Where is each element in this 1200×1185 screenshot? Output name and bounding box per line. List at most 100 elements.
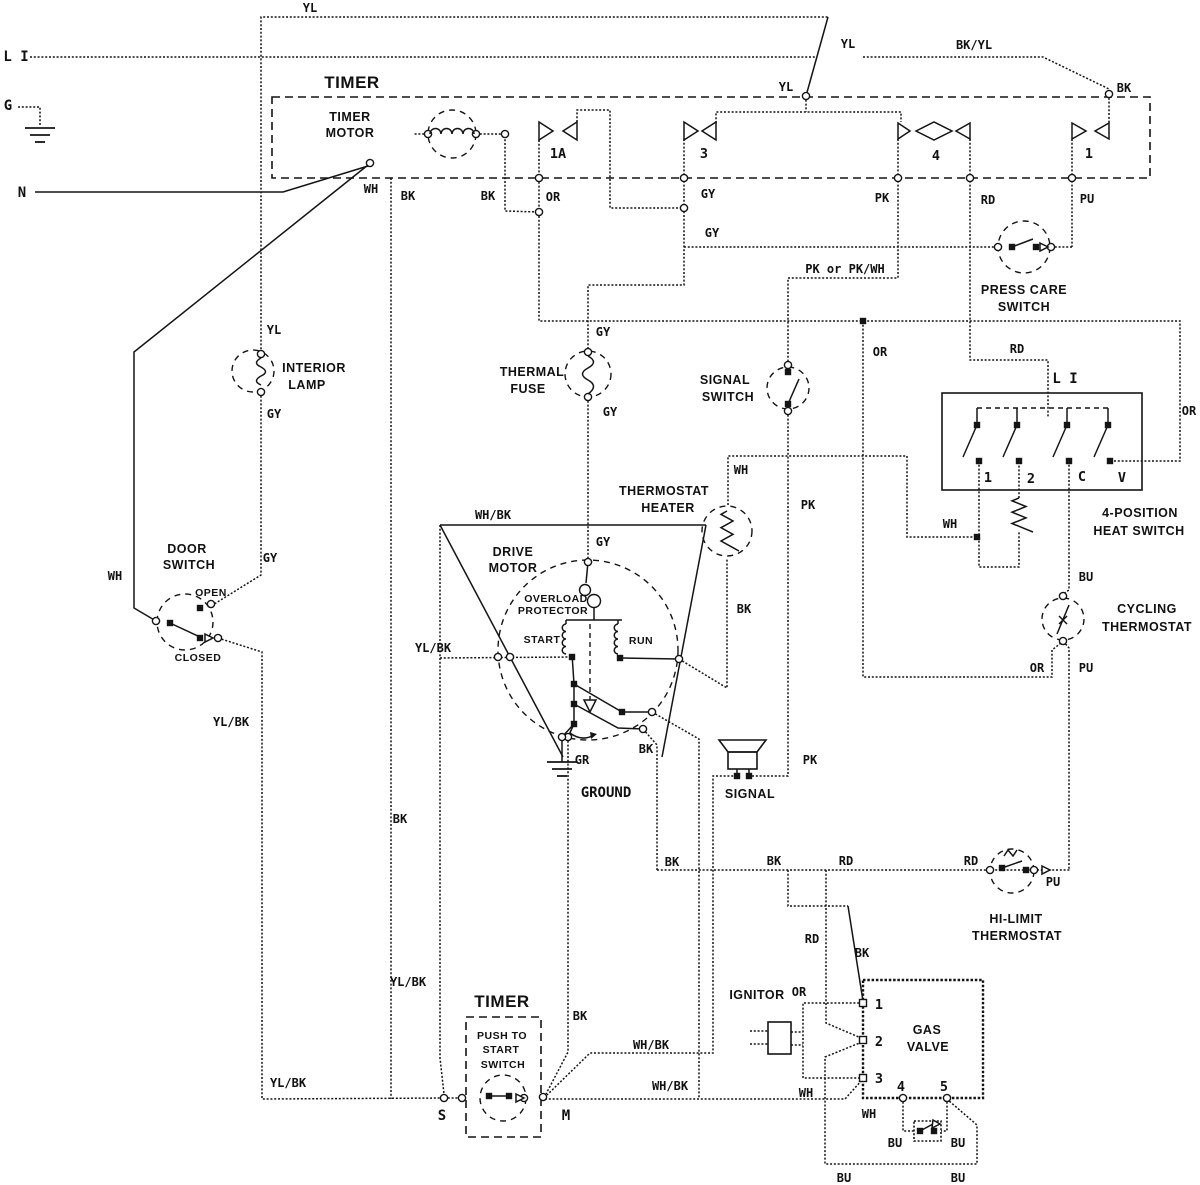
contact-dot: [1104, 421, 1112, 429]
terminal: [679, 173, 689, 183]
contact-dot: [618, 708, 626, 716]
label-bk: BK: [1117, 81, 1132, 95]
terminal: [538, 1092, 548, 1102]
label-start: START: [483, 1044, 520, 1056]
label-4: 4: [897, 1079, 905, 1095]
contact-dot: [1032, 243, 1040, 251]
contact-dot: [784, 368, 792, 376]
label-signal: SIGNAL: [700, 373, 750, 387]
terminal: [965, 173, 975, 183]
wire: [802, 1002, 863, 1079]
terminal: [1029, 865, 1039, 875]
label-rd: RD: [1010, 342, 1024, 356]
terminal: [256, 349, 266, 359]
terminal: [151, 616, 161, 626]
terminal: [674, 654, 684, 664]
label-pu: PU: [1080, 192, 1094, 206]
terminal: [679, 203, 689, 213]
label-rd: RD: [964, 854, 978, 868]
contact-dot: [1022, 866, 1030, 874]
label-4: 4: [932, 148, 940, 164]
label-closed: CLOSED: [175, 652, 222, 664]
contact-triangle: [954, 121, 971, 141]
label-wh-bk: WH/BK: [475, 508, 512, 522]
label-fuse: FUSE: [510, 382, 545, 396]
contact-dot: [485, 1092, 493, 1100]
label-1: 1: [1085, 146, 1093, 162]
contact-dot: [1015, 457, 1023, 465]
label-or: OR: [792, 985, 807, 999]
wire: [1002, 424, 1018, 458]
label-gy: GY: [596, 325, 611, 339]
terminal: [534, 207, 544, 217]
label-rd: RD: [981, 193, 995, 207]
label-wh: WH: [734, 463, 748, 477]
label-press-care: PRESS CARE: [981, 283, 1067, 297]
contact-dot: [975, 457, 983, 465]
label-v: V: [1118, 470, 1126, 486]
wire: [18, 106, 41, 126]
label-thermal: THERMAL: [500, 365, 565, 379]
label-drive: DRIVE: [493, 545, 534, 559]
contact-dot: [973, 533, 981, 541]
label-wh: WH: [108, 569, 122, 583]
label-or: OR: [873, 345, 888, 359]
contact-triangle: [204, 632, 215, 644]
overload-protector-icon: [586, 593, 602, 609]
wire: [439, 525, 445, 1095]
contact-triangle: [700, 120, 717, 142]
label-1: 1: [875, 997, 883, 1013]
bimetal-icon: [1003, 848, 1018, 858]
thermostat-heater: [701, 505, 753, 557]
wire: [545, 737, 569, 1095]
fuse-element-icon: [581, 355, 595, 395]
terminal: [1104, 89, 1114, 99]
contact-dot: [998, 864, 1006, 872]
label-timer: TIMER: [324, 73, 379, 92]
label-bk: BK: [767, 854, 782, 868]
terminal: [783, 360, 793, 370]
label-rd: RD: [839, 854, 853, 868]
wire: [546, 775, 737, 1096]
label-2: 2: [875, 1034, 883, 1050]
wire: [571, 653, 575, 724]
wire: [576, 109, 684, 209]
label-protector: PROTECTOR: [518, 605, 588, 617]
cycling-thermostat: [1041, 597, 1085, 641]
wire: [862, 321, 1062, 678]
wire: [217, 637, 445, 1100]
label-wh: WH: [943, 517, 957, 531]
contact-triangle: [561, 120, 578, 142]
terminal: [534, 173, 544, 183]
label-g: G: [4, 98, 12, 114]
terminal: [801, 91, 811, 101]
label-yl-bk: YL/BK: [390, 975, 427, 989]
label-heater: HEATER: [641, 501, 694, 515]
coil-icon: [429, 127, 475, 135]
label-1a: 1A: [550, 146, 566, 162]
label-thermostat: THERMOSTAT: [972, 929, 1062, 943]
label-bk: BK: [639, 742, 654, 756]
terminal: [985, 865, 995, 875]
label-yl: YL: [267, 323, 281, 337]
label-bk: BK: [573, 1009, 588, 1023]
label-wh-bk: WH/BK: [633, 1038, 670, 1052]
label-or: OR: [1182, 404, 1197, 418]
label-bk: BK: [855, 946, 870, 960]
contact-dot: [570, 700, 578, 708]
label-gy: GY: [701, 187, 716, 201]
wire: [133, 164, 369, 622]
label-gas: GAS: [913, 1023, 942, 1037]
terminal: [583, 557, 593, 567]
label-push-to: PUSH TO: [477, 1030, 527, 1042]
label-yl-bk: YL/BK: [213, 715, 250, 729]
wire: [169, 622, 201, 638]
terminal: [783, 406, 793, 416]
wire: [787, 870, 848, 907]
wire: [538, 140, 1181, 462]
terminal: [1067, 173, 1077, 183]
contact-dot: [196, 604, 204, 612]
contact-dot: [570, 680, 578, 688]
